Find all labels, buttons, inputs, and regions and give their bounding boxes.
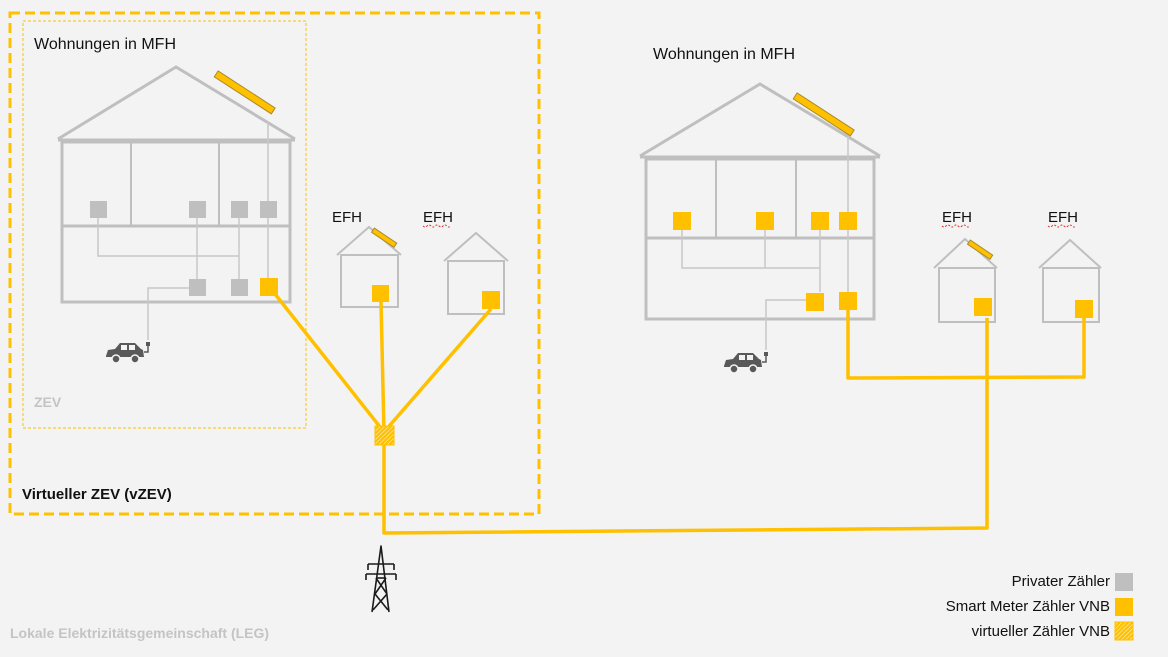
spellcheck-underline: [941, 224, 971, 228]
smart-meter: [974, 298, 992, 316]
smart-meter: [260, 278, 278, 296]
private-meter: [231, 201, 248, 218]
efh-label: EFH: [942, 209, 972, 226]
spellcheck-underline: [1047, 224, 1077, 228]
efh-label: EFH: [332, 209, 362, 226]
mfh-left-label: Wohnungen in MFH: [34, 36, 176, 53]
solar-panel-icon: [792, 92, 855, 137]
mfh-right-meters: [673, 212, 857, 311]
car-icon: [106, 342, 150, 364]
private-meter: [189, 279, 206, 296]
vzev-boundary: [8, 11, 541, 516]
mfh-left-meters: [90, 201, 278, 296]
solar-panel-icon: [966, 239, 994, 261]
private-meter: [260, 201, 277, 218]
solar-panel-icon: [370, 227, 398, 249]
efh-label: EFH: [1048, 209, 1078, 226]
smart-meter: [372, 285, 389, 302]
efh-house-4: [1038, 238, 1102, 323]
legend-swatch-smart: [1115, 598, 1133, 616]
legend-label-smart: Smart Meter Zähler VNB: [946, 598, 1110, 615]
power-pylon-icon: [365, 545, 397, 613]
smart-meter: [1075, 300, 1093, 318]
car-icon: [724, 352, 768, 374]
spellcheck-underline: [422, 224, 452, 228]
smart-meter: [756, 212, 774, 230]
mfh-right-label: Wohnungen in MFH: [653, 46, 795, 63]
grid-connections: [273, 292, 1086, 535]
private-meter: [189, 201, 206, 218]
legend: Privater Zähler Smart Meter Zähler VNB v…: [946, 573, 1134, 641]
legend-label-virtual: virtueller Zähler VNB: [972, 623, 1110, 640]
smart-meter: [839, 212, 857, 230]
smart-meter: [482, 291, 500, 309]
smart-meter: [839, 292, 857, 310]
efh-label: EFH: [423, 209, 453, 226]
legend-swatch-private: [1115, 573, 1133, 591]
mfh-left-wiring: [97, 122, 269, 340]
private-meter: [231, 279, 248, 296]
mfh-left: [57, 65, 296, 304]
private-meter: [90, 201, 107, 218]
efh-house-3: [933, 237, 998, 323]
leg-label: Lokale Elektrizitätsgemeinschaft (LEG): [10, 625, 269, 641]
mfh-right: [639, 82, 881, 321]
legend-label-private: Privater Zähler: [1012, 573, 1110, 590]
zev-label: ZEV: [34, 394, 62, 410]
vzev-label: Virtueller ZEV (vZEV): [22, 486, 172, 503]
efh-house-1: [336, 225, 402, 308]
solar-panel-icon: [213, 70, 276, 115]
legend-swatch-virtual: [1114, 621, 1134, 641]
smart-meter: [811, 212, 829, 230]
efh-house-2: [443, 231, 509, 315]
virtual-meter: [374, 425, 395, 446]
zev-boundary: [22, 20, 307, 429]
smart-meter: [673, 212, 691, 230]
smart-meter: [806, 293, 824, 311]
